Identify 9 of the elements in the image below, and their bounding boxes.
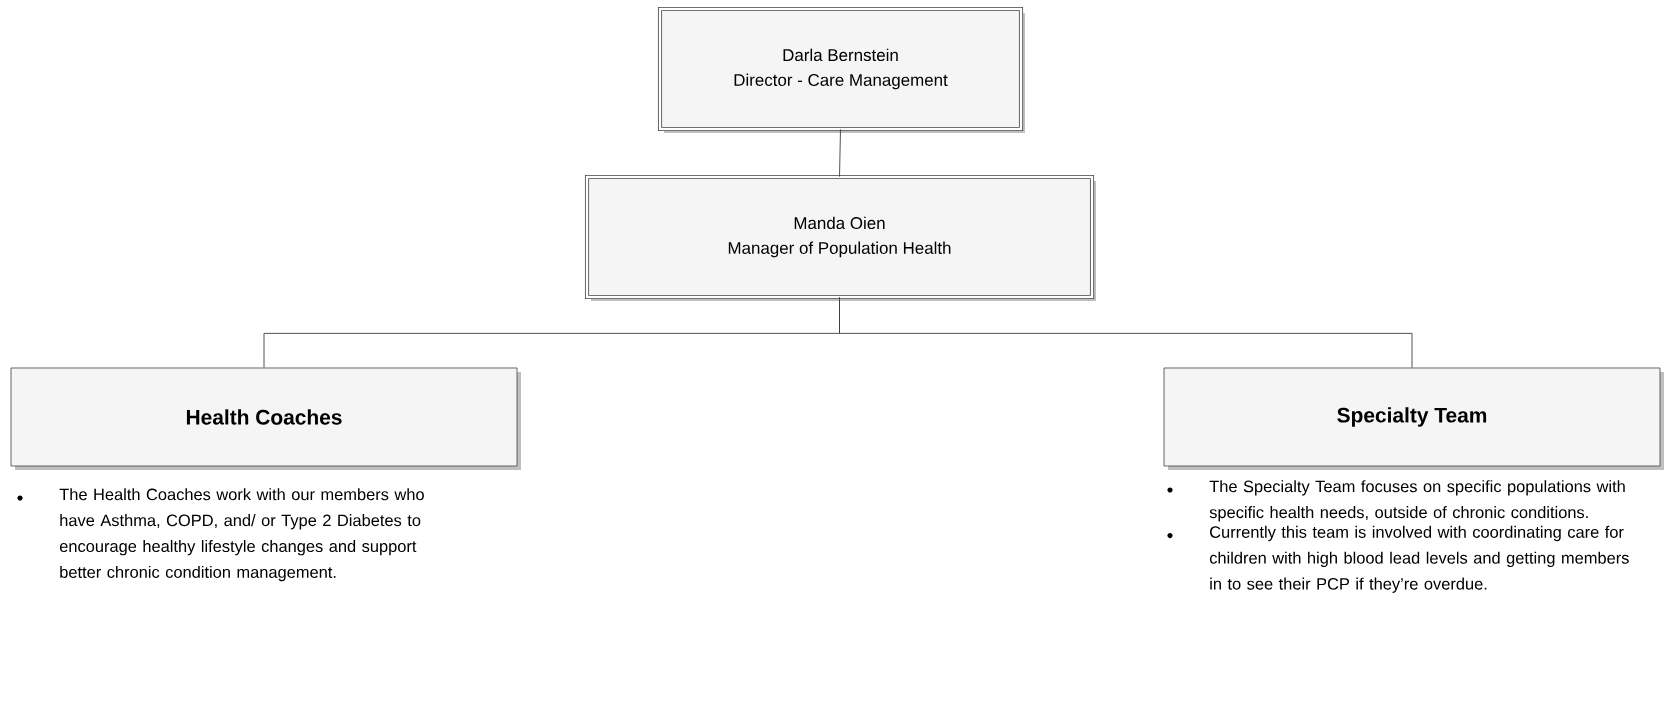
- bullet-text: The Specialty Team focuses on specific populations with specific health needs, outside of chronic conditions.: [1209, 480, 1625, 522]
- team-box: Health Coaches: [10, 367, 521, 470]
- person-box: Manda Oien Manager of Population Health: [584, 174, 1096, 301]
- team-box: Specialty Team: [1163, 367, 1664, 470]
- bullet-text: The Health Coaches work with our members who have Asthma, COPD, and/ or Type 2 Diabetes to encourage healthy lifestyle changes and support better chronic condition management.: [59, 488, 424, 582]
- bullet-text: Currently this team is involved with coordinating care for children with high blood lead levels and getting members in to see their PCP if they’re overdue.: [1209, 525, 1629, 593]
- person-box: Darla Bernstein Director - Care Management: [657, 6, 1025, 133]
- connector-line: [839, 128, 841, 178]
- connector-line: [839, 296, 1413, 369]
